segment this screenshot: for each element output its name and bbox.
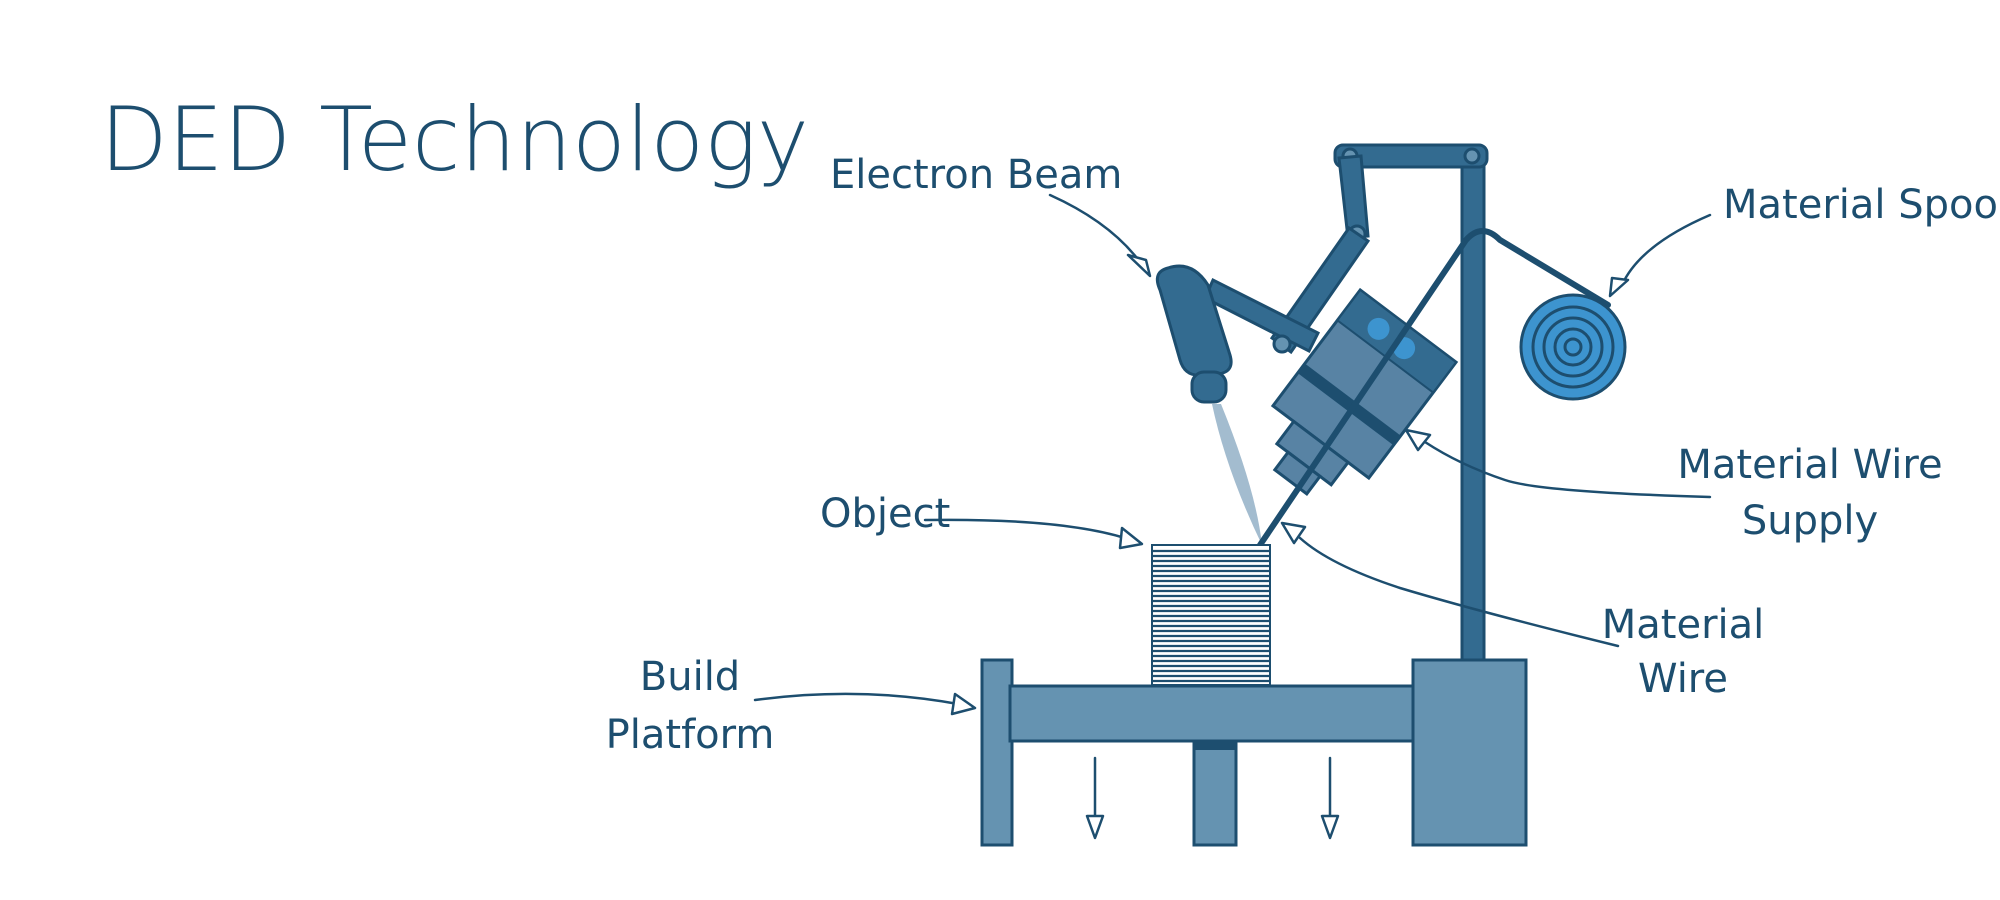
electron-beam-gun xyxy=(1155,264,1233,377)
label-material-wire-supply-line2: Supply xyxy=(1742,498,1878,544)
electron-beam xyxy=(1212,404,1262,545)
joint-top-right xyxy=(1463,147,1481,165)
support-cap xyxy=(1194,741,1236,750)
arrow-build-platform xyxy=(753,692,977,716)
joint-gun xyxy=(1272,334,1292,354)
gun-nozzle xyxy=(1190,370,1228,404)
arrow-material-wire-supply xyxy=(1404,428,1712,499)
down-arrow-right xyxy=(1320,756,1340,840)
object xyxy=(1151,544,1271,686)
arrow-electron-beam xyxy=(1048,193,1152,278)
label-object: Object xyxy=(820,491,950,537)
vertical-column xyxy=(1460,148,1486,662)
arm-link-1 xyxy=(1337,154,1370,240)
platform-left-post xyxy=(980,658,1014,847)
arrow-material-wire xyxy=(1280,521,1620,648)
machine-base xyxy=(1411,658,1528,847)
top-arm xyxy=(1333,143,1489,169)
gun-link xyxy=(1203,277,1321,354)
page-title: DED Technology xyxy=(100,88,809,191)
label-material-spool: Material Spool xyxy=(1723,182,2000,228)
label-material-wire-line1: Material xyxy=(1602,602,1765,648)
arrow-material-spool xyxy=(1608,213,1712,298)
down-arrow-left xyxy=(1085,756,1105,840)
arrow-object xyxy=(923,518,1144,550)
label-material-wire-line2: Wire xyxy=(1638,656,1728,702)
machine xyxy=(980,143,1627,847)
label-material-wire-supply-line1: Material Wire xyxy=(1677,442,1942,488)
label-electron-beam: Electron Beam xyxy=(830,152,1122,198)
build-platform xyxy=(1008,684,1417,743)
label-build-platform-line1: Build xyxy=(640,654,740,700)
platform-support xyxy=(1192,739,1238,847)
material-wire-path xyxy=(1257,228,1611,548)
label-build-platform-line2: Platform xyxy=(606,712,775,758)
material-spool xyxy=(1519,293,1627,401)
